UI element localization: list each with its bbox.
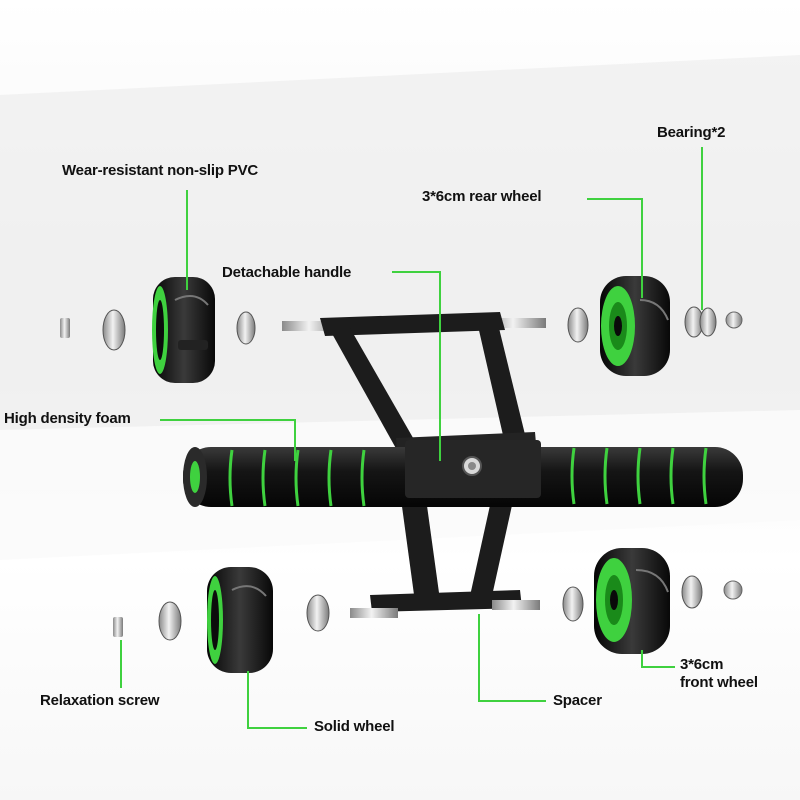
label-front-wheel-line2: front wheel <box>680 674 758 691</box>
relaxation-screw-upper-left <box>60 318 70 338</box>
bearing-upper-right-2 <box>699 307 717 337</box>
leader-pvc <box>186 190 188 290</box>
bearing-lower-left <box>158 601 182 641</box>
label-pvc: Wear-resistant non-slip PVC <box>62 162 259 179</box>
leader-foam-v <box>294 419 296 461</box>
solid-wheel-upper-left <box>152 277 215 383</box>
leader-front-wheel-h <box>641 666 675 668</box>
label-spacer: Spacer <box>553 692 602 709</box>
spacer-lower-left <box>306 594 330 632</box>
upper-left-parts <box>60 277 256 383</box>
leader-foam-h <box>160 419 295 421</box>
label-rear-wheel: 3*6cm rear wheel <box>422 188 542 205</box>
bearing-lower-right <box>681 575 703 609</box>
leader-spacer-v <box>478 614 480 701</box>
leader-front-wheel-v <box>641 650 643 667</box>
relaxation-screw <box>113 617 123 637</box>
label-front-wheel: 3*6cm front wheel <box>680 656 758 692</box>
upper-right-parts <box>567 276 743 376</box>
leader-rear-wheel-v <box>641 198 643 298</box>
bearing-upper-left <box>102 309 126 351</box>
leader-spacer-h <box>478 700 546 702</box>
label-detachable-handle: Detachable handle <box>222 264 352 281</box>
leader-handle-h <box>392 271 440 273</box>
lower-axle <box>350 600 540 618</box>
spacer-upper-left <box>236 311 256 345</box>
label-front-wheel-line1: 3*6cm <box>680 656 724 673</box>
spacer-upper-right <box>567 307 589 343</box>
label-high-density-foam: High density foam <box>4 410 131 427</box>
upper-axle <box>282 318 546 331</box>
lower-left-parts <box>113 567 330 673</box>
spacer-lower-right <box>562 586 584 622</box>
label-relaxation-screw: Relaxation screw <box>40 692 160 709</box>
nut-upper-right <box>725 311 743 329</box>
leader-solid-wheel-h <box>247 727 307 729</box>
label-bearing: Bearing*2 <box>657 124 726 141</box>
solid-wheel <box>207 567 273 673</box>
rear-wheel <box>600 276 670 376</box>
nut-lower-right <box>723 580 743 600</box>
leader-handle-v <box>439 271 441 461</box>
front-wheel <box>594 548 670 654</box>
leader-solid-wheel-v <box>247 671 249 728</box>
lower-right-parts <box>562 548 743 654</box>
leader-bearing <box>701 147 703 310</box>
leader-screw <box>120 640 122 688</box>
leader-rear-wheel-h <box>587 198 642 200</box>
foam-handle-bar <box>183 440 743 507</box>
label-solid-wheel: Solid wheel <box>314 718 395 735</box>
